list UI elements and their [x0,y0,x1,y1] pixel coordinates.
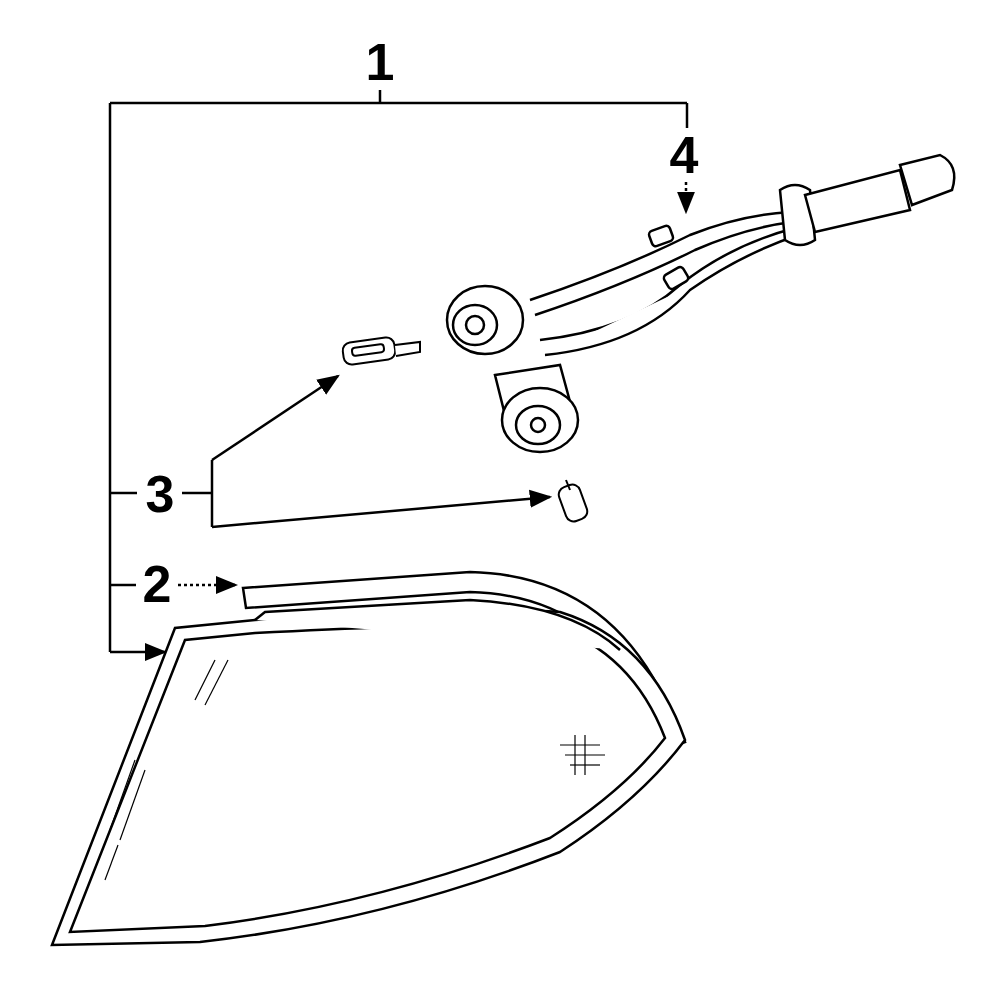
lamp-lens [52,600,685,945]
socket-harness [447,155,954,452]
callout-number: 1 [366,36,395,88]
callout-number: 3 [146,468,175,520]
callout-number: 4 [670,129,699,181]
bulbs [342,336,590,523]
bracket-lines [110,90,687,652]
callout-number: 2 [143,558,172,610]
